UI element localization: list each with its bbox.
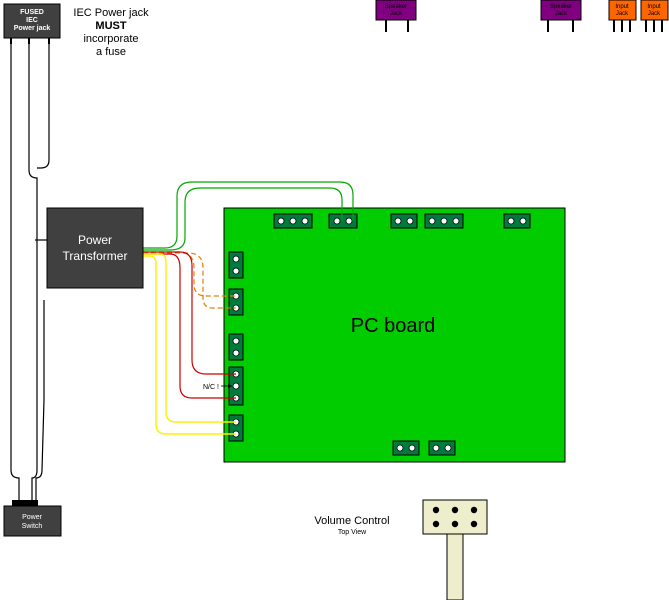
speaker-jack-1: Speaker Jack <box>375 0 417 32</box>
fuse-note-line1: IEC Power jack <box>73 7 149 19</box>
iec-jack-line3: Power jack <box>14 25 51 32</box>
fuse-note-line2: MUST <box>95 20 126 32</box>
input-jack-2-line2: Jack <box>648 11 661 17</box>
pc-board-label: PC board <box>351 315 436 337</box>
fuse-note: IEC Power jack MUST incorporate a fuse <box>73 7 149 58</box>
input-jack-1: Input Jack <box>608 0 637 32</box>
switch-line1: Power <box>22 514 43 521</box>
wire-red-pair <box>143 251 236 399</box>
volume-control: Volume Control Top View <box>314 499 488 600</box>
speaker-jack-1-line2: Jack <box>390 11 403 17</box>
speaker-jack-2-line2: Jack <box>555 11 568 17</box>
nc-annotation: N/C ! <box>203 384 232 391</box>
iec-jack-line2: IEC <box>26 17 38 24</box>
input-jack-2: Input Jack <box>640 0 669 32</box>
iec-jack-line1: FUSED <box>20 9 44 16</box>
input-jack-2-line1: Input <box>647 4 661 10</box>
input-jack-1-line1: Input <box>615 4 629 10</box>
switch-line2: Switch <box>22 523 43 530</box>
fuse-note-line3: incorporate <box>83 33 138 45</box>
wire-yellow-pair <box>143 253 236 435</box>
iec-power-jack: FUSED IEC Power jack <box>3 3 61 44</box>
pc-board: PC board <box>223 207 566 463</box>
power-transformer: Power Transformer <box>46 207 144 289</box>
power-switch: Power Switch <box>3 500 62 537</box>
speaker-jack-2-line1: Speaker <box>550 4 572 10</box>
power-wires <box>10 38 50 500</box>
volume-sublabel: Top View <box>338 529 367 536</box>
wire-green-pair <box>143 181 354 251</box>
board-pins-top <box>277 217 527 452</box>
speaker-jack-2: Speaker Jack <box>540 0 582 32</box>
wire-orange-pair <box>143 251 236 309</box>
volume-label: Volume Control <box>314 515 389 527</box>
transformer-line2: Transformer <box>63 249 128 263</box>
board-pins-left <box>232 255 240 438</box>
speaker-jack-1-line1: Speaker <box>385 4 407 10</box>
fuse-note-line4: a fuse <box>96 46 126 58</box>
transformer-line1: Power <box>78 233 112 247</box>
input-jack-1-line2: Jack <box>616 11 629 17</box>
nc-label: N/C ! <box>203 384 219 391</box>
